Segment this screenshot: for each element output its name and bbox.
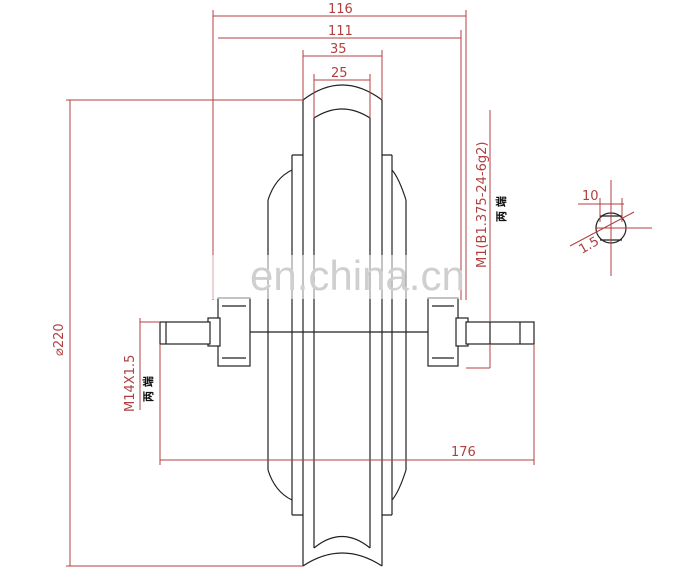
dim-176: 176 bbox=[451, 445, 476, 460]
dim-key-10: 10 bbox=[582, 189, 599, 204]
dim-key-1-5: 1.5 bbox=[577, 234, 602, 257]
dimension-lines bbox=[66, 10, 652, 567]
watermark-backdrop bbox=[200, 255, 460, 299]
both-ends-label-right: 两 端 bbox=[494, 196, 508, 222]
thread-spec-left: M14X1.5 bbox=[123, 355, 138, 412]
both-ends-label-left: 两 端 bbox=[141, 376, 155, 402]
watermark-logo: en.china.cn bbox=[250, 252, 465, 299]
dim-25: 25 bbox=[331, 66, 348, 81]
dim-116: 116 bbox=[328, 2, 353, 17]
dim-111: 111 bbox=[328, 24, 353, 39]
thread-spec-right: M1(B1.375-24-6g2) bbox=[475, 142, 490, 268]
dim-diameter-220: ⌀220 bbox=[52, 323, 67, 356]
dim-35: 35 bbox=[330, 42, 347, 57]
motor-outline bbox=[159, 84, 627, 567]
